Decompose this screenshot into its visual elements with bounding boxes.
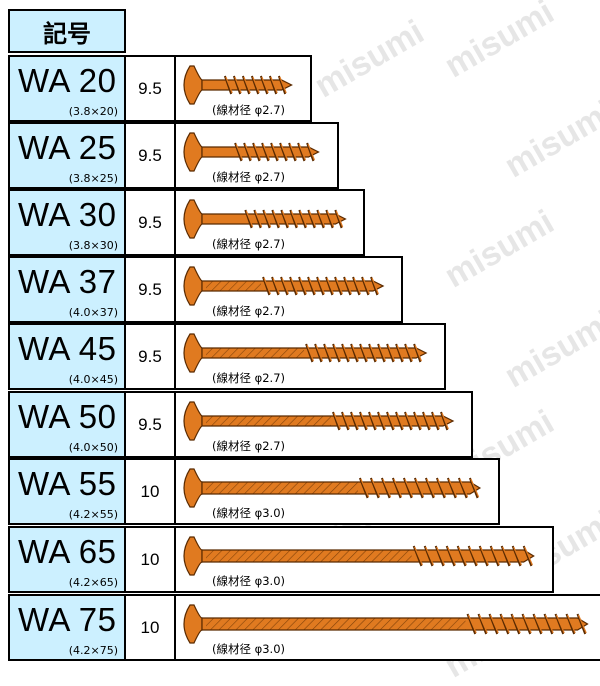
code-cell: WA 50 (4.0×50) xyxy=(8,391,126,458)
screw-dimension: (4.0×50) xyxy=(68,441,118,454)
screw-code: WA 55 xyxy=(18,465,117,502)
screw-code: WA 75 xyxy=(18,601,117,638)
head-diameter: 9.5 xyxy=(126,122,176,189)
screw-dimension: (3.8×25) xyxy=(68,172,118,185)
code-cell: WA 20 (3.8×20) xyxy=(8,55,126,122)
head-diameter: 10 xyxy=(126,526,176,593)
screw-dimension: (4.2×75) xyxy=(68,644,118,657)
head-diameter: 9.5 xyxy=(126,256,176,323)
screw-illustration-cell: (線材径 φ2.7) xyxy=(176,391,473,458)
screw-dimension: (3.8×20) xyxy=(68,105,118,118)
wire-diameter: (線材径 φ2.7) xyxy=(212,103,286,117)
screw-illustration-cell: (線材径 φ2.7) xyxy=(176,256,403,323)
screw-illustration-cell: (線材径 φ3.0) xyxy=(176,458,500,525)
symbol-header: 記号 xyxy=(8,9,126,53)
screw-illustration-cell: (線材径 φ3.0) xyxy=(176,526,554,593)
screw-code: WA 30 xyxy=(18,196,117,233)
wire-diameter: (線材径 φ2.7) xyxy=(212,439,286,453)
screw-illustration-cell: (線材径 φ2.7) xyxy=(176,122,339,189)
head-diameter: 10 xyxy=(126,594,176,661)
wire-diameter: (線材径 φ2.7) xyxy=(212,170,286,184)
misumi-watermark: misumi xyxy=(438,0,561,86)
misumi-watermark: misumi xyxy=(498,302,600,396)
screw-dimension: (4.2×55) xyxy=(68,508,118,521)
screw-illustration-cell: (線材径 φ3.0) xyxy=(176,594,600,661)
wire-diameter: (線材径 φ2.7) xyxy=(212,371,286,385)
screw-dimension: (4.2×65) xyxy=(68,576,118,589)
head-diameter: 9.5 xyxy=(126,323,176,390)
screw-illustration-cell: (線材径 φ2.7) xyxy=(176,55,312,122)
misumi-watermark: misumi xyxy=(438,202,561,296)
screw-dimension: (4.0×45) xyxy=(68,373,118,386)
head-diameter: 9.5 xyxy=(126,55,176,122)
code-cell: WA 25 (3.8×25) xyxy=(8,122,126,189)
head-diameter: 9.5 xyxy=(126,189,176,256)
screw-code: WA 20 xyxy=(18,62,117,99)
wire-diameter: (線材径 φ3.0) xyxy=(212,574,286,588)
code-cell: WA 30 (3.8×30) xyxy=(8,189,126,256)
head-diameter: 9.5 xyxy=(126,391,176,458)
wire-diameter: (線材径 φ3.0) xyxy=(212,506,286,520)
screw-illustration-cell: (線材径 φ2.7) xyxy=(176,189,365,256)
screw-code: WA 37 xyxy=(18,263,117,300)
code-cell: WA 55 (4.2×55) xyxy=(8,458,126,525)
code-cell: WA 75 (4.2×75) xyxy=(8,594,126,661)
wire-diameter: (線材径 φ2.7) xyxy=(212,237,286,251)
screw-dimension: (4.0×37) xyxy=(68,306,118,319)
code-cell: WA 37 (4.0×37) xyxy=(8,256,126,323)
screw-code: WA 45 xyxy=(18,330,117,367)
screw-code: WA 50 xyxy=(18,398,117,435)
screw-code: WA 25 xyxy=(18,129,117,166)
screw-dimension: (3.8×30) xyxy=(68,239,118,252)
wire-diameter: (線材径 φ3.0) xyxy=(212,642,286,656)
code-cell: WA 45 (4.0×45) xyxy=(8,323,126,390)
wire-diameter: (線材径 φ2.7) xyxy=(212,304,286,318)
misumi-watermark: misumi xyxy=(308,12,431,106)
code-cell: WA 65 (4.2×65) xyxy=(8,526,126,593)
misumi-watermark: misumi xyxy=(498,92,600,186)
screw-illustration-cell: (線材径 φ2.7) xyxy=(176,323,446,390)
head-diameter: 10 xyxy=(126,458,176,525)
screw-code: WA 65 xyxy=(18,533,117,570)
